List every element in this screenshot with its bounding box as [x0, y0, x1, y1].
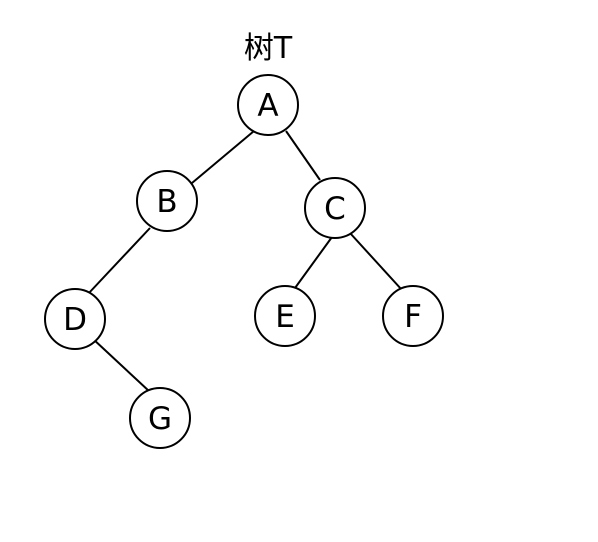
node-f: F: [382, 285, 444, 347]
node-a-label: A: [257, 88, 278, 124]
node-g-label: G: [148, 401, 172, 437]
edge-a-b: [191, 130, 255, 184]
edge-d-g: [91, 337, 151, 393]
node-d-label: D: [63, 302, 87, 338]
node-d: D: [44, 288, 106, 350]
node-b: B: [136, 170, 198, 232]
node-a: A: [237, 74, 299, 136]
node-f-label: F: [404, 299, 422, 335]
edge-c-e: [294, 236, 333, 289]
node-c: C: [304, 177, 366, 239]
edge-c-f: [349, 232, 403, 291]
node-e: E: [254, 285, 316, 347]
edge-b-d: [87, 227, 151, 295]
edge-a-c: [285, 130, 321, 181]
tree-title: 树T: [244, 31, 293, 66]
node-b-label: B: [156, 184, 177, 220]
node-e-label: E: [275, 299, 295, 335]
node-c-label: C: [324, 191, 346, 227]
node-g: G: [129, 387, 191, 449]
